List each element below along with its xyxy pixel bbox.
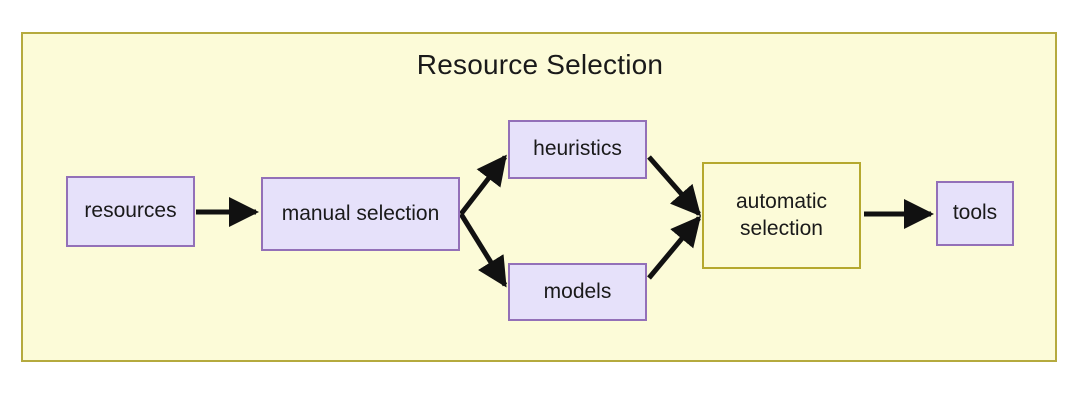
node-models[interactable]: models	[508, 263, 647, 321]
node-resources-label: resources	[84, 199, 177, 223]
node-resources[interactable]: resources	[66, 176, 195, 247]
node-tools[interactable]: tools	[936, 181, 1014, 246]
node-heuristics[interactable]: heuristics	[508, 120, 647, 179]
node-automatic-selection-label-line1: automatic	[735, 190, 828, 214]
node-automatic-selection-label: automatic selection	[736, 189, 827, 242]
node-models-label: models	[543, 279, 612, 303]
node-automatic-selection-label-line2: selection	[740, 216, 823, 240]
node-automatic-selection[interactable]: automatic selection	[702, 162, 861, 269]
node-heuristics-label: heuristics	[533, 137, 622, 161]
node-manual-selection-label: manual selection	[281, 201, 440, 225]
node-tools-label: tools	[952, 201, 998, 225]
page-title: Resource Selection	[416, 49, 664, 80]
node-manual-selection[interactable]: manual selection	[261, 177, 460, 251]
